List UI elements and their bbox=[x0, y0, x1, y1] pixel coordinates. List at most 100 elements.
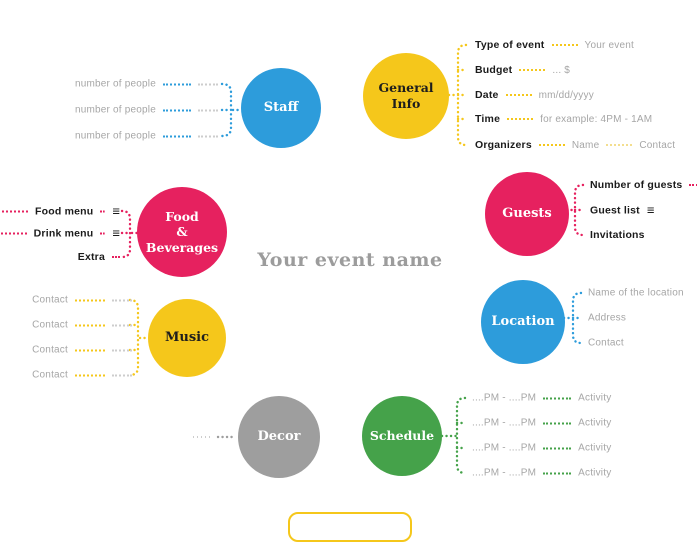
location-item-row: Contact bbox=[588, 338, 624, 349]
node-label: Music bbox=[164, 329, 209, 345]
node-guests[interactable]: Guests bbox=[485, 172, 569, 256]
guests-item-row: Invitations bbox=[590, 229, 645, 241]
field-label[interactable]: Contact bbox=[32, 344, 68, 356]
dotted-line bbox=[538, 144, 565, 146]
dotted-line bbox=[75, 324, 105, 326]
dotted-line bbox=[505, 94, 532, 96]
music-bracket bbox=[128, 298, 150, 377]
staff-item-row: number of people bbox=[75, 79, 218, 90]
node-schedule[interactable]: Schedule bbox=[362, 396, 442, 476]
dotted-line bbox=[75, 374, 105, 376]
schedule-item-row: ....PM - ....PM Activity bbox=[472, 393, 611, 404]
dotted-line bbox=[543, 422, 572, 424]
dotted-line bbox=[75, 299, 105, 301]
writing-line bbox=[198, 109, 218, 111]
node-label: Decor bbox=[257, 428, 301, 444]
menu-list-icon: ≡ bbox=[112, 203, 120, 219]
staff-bracket bbox=[220, 82, 244, 138]
music-item-row: Contact bbox=[32, 370, 132, 381]
dotted-line bbox=[689, 184, 697, 186]
food-item-row: menu Drink menu ≡ bbox=[0, 227, 120, 240]
schedule-item-row: ....PM - ....PM Activity bbox=[472, 443, 611, 454]
node-label-line: Info bbox=[391, 96, 421, 111]
music-item-row: Contact bbox=[32, 320, 132, 331]
field-label[interactable]: Date bbox=[475, 89, 499, 101]
location-bracket bbox=[562, 291, 583, 345]
field-label[interactable]: Number of guests bbox=[590, 179, 683, 191]
field-label[interactable]: Time bbox=[475, 113, 501, 125]
node-food-beverages[interactable]: Food & Beverages bbox=[137, 187, 227, 277]
field-value[interactable]: Your event bbox=[584, 39, 634, 51]
general-info-item-row: Date mm/dd/yyyy bbox=[475, 89, 594, 101]
time-slot[interactable]: ....PM - ....PM bbox=[472, 442, 537, 454]
schedule-bracket bbox=[440, 396, 467, 475]
field-value[interactable]: for example: 4PM - 1AM bbox=[540, 113, 653, 125]
field-label[interactable]: Type of event bbox=[475, 39, 545, 51]
field-label[interactable]: Invitations bbox=[590, 229, 645, 241]
dotted-line bbox=[543, 472, 572, 474]
field-value[interactable]: Activity bbox=[578, 467, 612, 479]
node-label-line: & bbox=[176, 224, 188, 240]
node-label-line: Food bbox=[165, 208, 199, 224]
bottom-note-box[interactable] bbox=[288, 512, 412, 542]
dotted-line bbox=[100, 232, 106, 234]
guests-bracket bbox=[565, 183, 585, 237]
node-staff[interactable]: Staff bbox=[241, 68, 321, 148]
field-value[interactable]: Name bbox=[571, 139, 600, 151]
field-label[interactable]: Extra bbox=[77, 251, 105, 263]
schedule-item-row: ....PM - ....PM Activity bbox=[472, 418, 611, 429]
writing-line bbox=[112, 299, 132, 301]
food-item-row: Extra bbox=[78, 251, 120, 263]
time-slot[interactable]: ....PM - ....PM bbox=[472, 392, 537, 404]
food-item-row: menu Food menu ≡ bbox=[0, 205, 120, 218]
node-general-info[interactable]: General Info bbox=[363, 53, 449, 139]
field-label[interactable]: Name of the location bbox=[588, 287, 684, 299]
node-location[interactable]: Location bbox=[481, 280, 565, 364]
field-value[interactable]: Activity bbox=[578, 417, 612, 429]
guests-item-row: Number of guests bbox=[590, 179, 697, 191]
general-info-item-row: Budget ... $ bbox=[475, 64, 570, 76]
staff-item-label[interactable]: number of people bbox=[74, 130, 156, 142]
field-value[interactable]: ... $ bbox=[552, 64, 571, 76]
dotted-line bbox=[112, 256, 120, 258]
staff-item-label[interactable]: number of people bbox=[74, 104, 156, 116]
field-label[interactable]: Contact bbox=[32, 369, 68, 381]
writing-line bbox=[112, 349, 132, 351]
field-label[interactable]: Contact bbox=[32, 294, 68, 306]
field-label[interactable]: Budget bbox=[475, 64, 513, 76]
node-decor[interactable]: Decor bbox=[238, 396, 320, 478]
field-value[interactable]: Activity bbox=[578, 442, 612, 454]
time-slot[interactable]: ....PM - ....PM bbox=[472, 417, 537, 429]
staff-item-row: number of people bbox=[75, 131, 218, 142]
field-label[interactable]: Food menu bbox=[35, 205, 94, 217]
guests-item-row: Guest list ≡ bbox=[590, 204, 654, 217]
field-value[interactable]: mm/dd/yyyy bbox=[538, 89, 594, 101]
writing-line bbox=[198, 135, 218, 137]
field-label[interactable]: Address bbox=[588, 312, 627, 324]
time-slot[interactable]: ....PM - ....PM bbox=[472, 467, 537, 479]
location-item-row: Address bbox=[588, 313, 626, 324]
dotted-line bbox=[163, 83, 191, 85]
location-item-row: Name of the location bbox=[588, 288, 684, 299]
menu-list-icon: ≡ bbox=[112, 225, 120, 241]
writing-line bbox=[198, 83, 218, 85]
food-beverages-bracket bbox=[120, 209, 140, 259]
field-label[interactable]: Guest list bbox=[590, 204, 640, 216]
field-label[interactable]: Drink menu bbox=[33, 227, 94, 239]
staff-item-label[interactable]: number of people bbox=[74, 78, 156, 90]
node-music[interactable]: Music bbox=[148, 299, 226, 377]
field-value[interactable]: Contact bbox=[639, 139, 676, 151]
dotted-line bbox=[519, 69, 546, 71]
schedule-item-row: ....PM - ....PM Activity bbox=[472, 468, 611, 479]
dotted-line bbox=[0, 232, 27, 234]
general-info-bracket bbox=[447, 43, 468, 147]
field-value[interactable]: Activity bbox=[578, 392, 612, 404]
dotted-line bbox=[163, 135, 191, 137]
writing-line bbox=[112, 324, 132, 326]
field-label[interactable]: Contact bbox=[588, 337, 624, 349]
music-item-row: Contact bbox=[32, 345, 132, 356]
event-name-title[interactable]: Your event name bbox=[257, 249, 443, 271]
field-label[interactable]: Contact bbox=[32, 319, 68, 331]
field-label[interactable]: Organizers bbox=[475, 139, 532, 151]
dotted-line bbox=[551, 44, 578, 46]
